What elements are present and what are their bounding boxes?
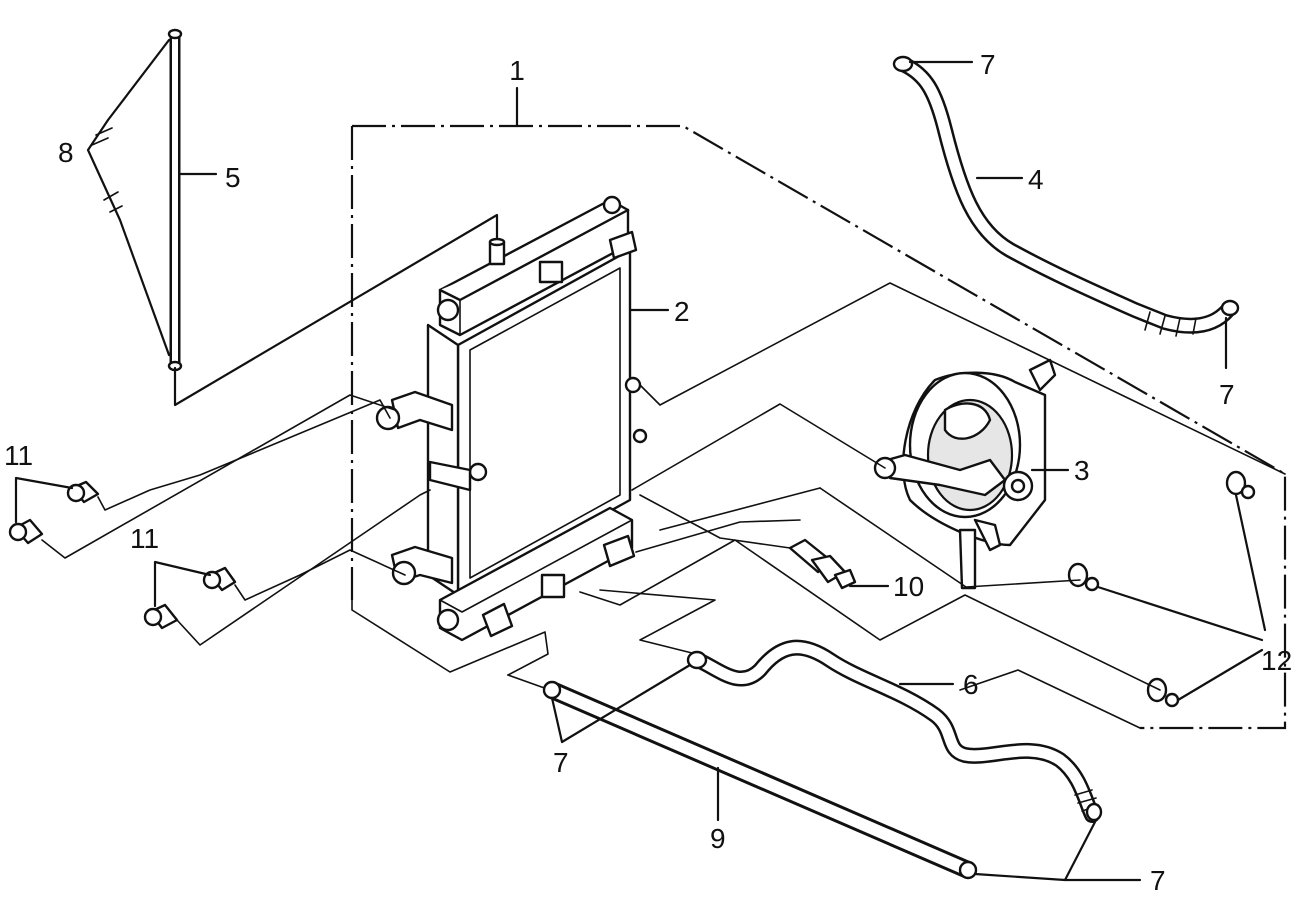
callout-9: 9 bbox=[710, 823, 726, 854]
tube-part-9 bbox=[542, 680, 978, 880]
hose-part-6 bbox=[686, 639, 1103, 823]
callout-2: 2 bbox=[674, 296, 690, 327]
leader-7c bbox=[550, 663, 692, 744]
callout-11b: 11 bbox=[130, 523, 159, 554]
assembly-boundary-1 bbox=[350, 86, 1287, 730]
callout-10: 10 bbox=[893, 571, 924, 602]
callout-5: 5 bbox=[225, 162, 241, 193]
callout-7b: 7 bbox=[1219, 379, 1235, 410]
leaders-12 bbox=[1096, 493, 1267, 702]
radiator-part-2 bbox=[375, 195, 648, 642]
leader-11a bbox=[14, 476, 74, 524]
callout-3: 3 bbox=[1074, 455, 1090, 486]
hose-part-4 bbox=[892, 55, 1240, 337]
callout-8: 8 bbox=[58, 137, 74, 168]
callout-1: 1 bbox=[509, 55, 525, 86]
callout-6: 6 bbox=[963, 669, 979, 700]
connection-lines bbox=[41, 282, 1286, 729]
leader-5-radiator bbox=[173, 213, 499, 407]
callout-12: 12 bbox=[1261, 645, 1292, 676]
leader-7d bbox=[973, 820, 1142, 882]
rod-part-5 bbox=[167, 28, 218, 372]
tie-part-8 bbox=[86, 38, 171, 357]
callout-7d: 7 bbox=[1150, 865, 1166, 896]
callout-labels: 1 2 3 4 5 6 7 7 7 7 8 9 10 11 11 12 bbox=[4, 49, 1292, 896]
callout-4: 4 bbox=[1028, 164, 1044, 195]
callout-11a: 11 bbox=[4, 440, 33, 471]
callout-7a: 7 bbox=[980, 49, 996, 80]
callout-7c: 7 bbox=[553, 747, 569, 778]
fan-part-3 bbox=[873, 358, 1057, 590]
leader-11b bbox=[153, 560, 212, 608]
bolts-part-11 bbox=[8, 480, 237, 630]
thermoswitch-part-10 bbox=[788, 538, 857, 590]
